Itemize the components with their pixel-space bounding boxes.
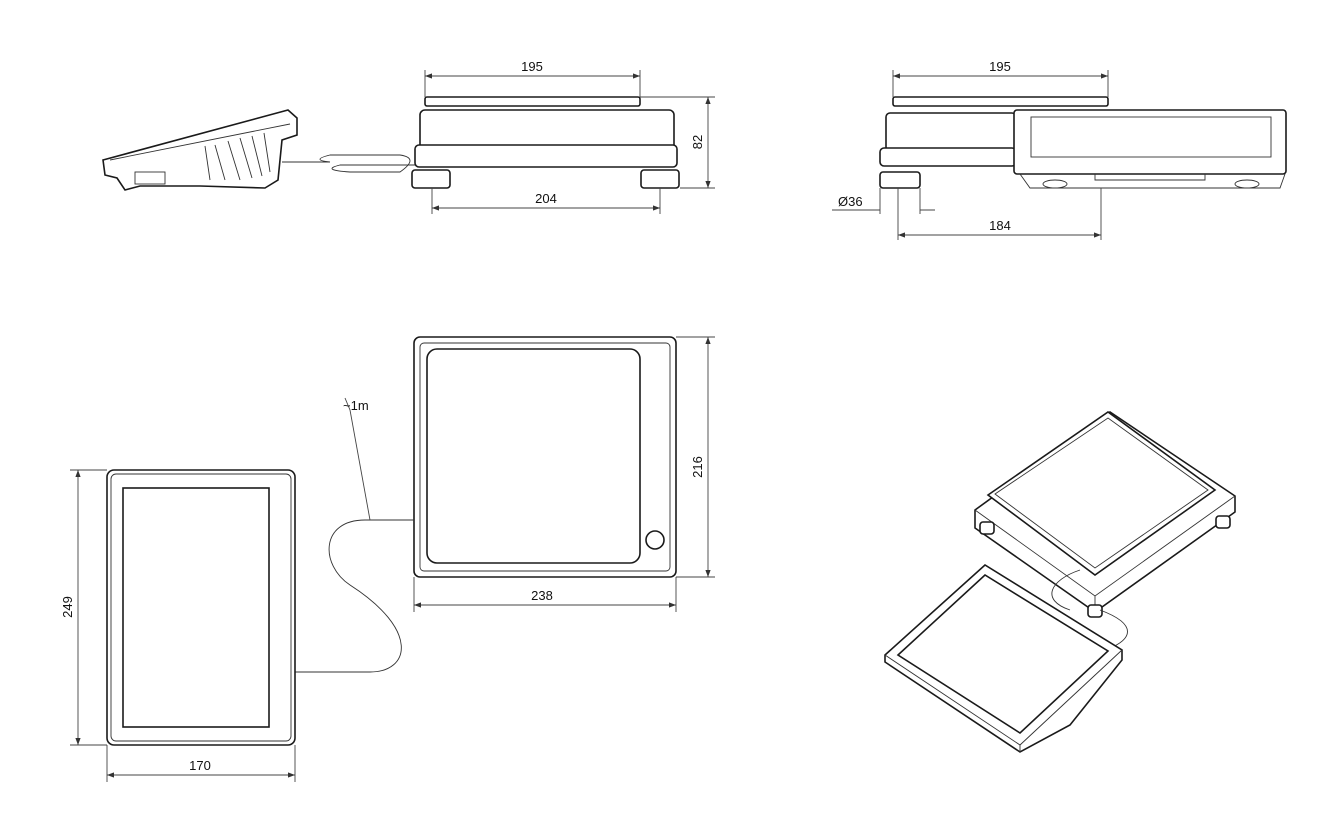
dimension-terminal-height: 249 <box>60 469 107 746</box>
dimension-label: Ø36 <box>838 194 863 209</box>
dimension-label: 216 <box>690 456 705 478</box>
dimension-side-width: 195 <box>424 59 641 97</box>
dimension-top-width: 238 <box>413 577 677 612</box>
terminal-top-view <box>106 469 296 746</box>
dimension-label: 238 <box>531 588 553 603</box>
dimension-label: 249 <box>60 596 75 618</box>
dimension-top-depth: 216 <box>676 336 715 578</box>
cable-length-label: ~1m <box>343 398 369 413</box>
cable-side <box>282 154 415 173</box>
scale-top-view <box>413 336 677 578</box>
dimension-front-width: 195 <box>892 59 1109 97</box>
dimension-label: 82 <box>690 135 705 149</box>
dimension-side-height: 82 <box>640 96 715 189</box>
dimension-label: 195 <box>521 59 543 74</box>
isometric-view <box>884 411 1236 753</box>
dimension-terminal-width: 170 <box>106 745 296 782</box>
cable-leader <box>344 397 371 521</box>
scale-side-view <box>411 96 680 189</box>
dimension-label: 184 <box>989 218 1011 233</box>
front-view <box>879 96 1287 189</box>
dimension-foot-diameter: Ø36 <box>832 188 935 214</box>
dimension-label: 170 <box>189 758 211 773</box>
dimension-foot-to-center: 184 <box>897 188 1102 240</box>
dimension-feet-spacing: 204 <box>431 188 661 214</box>
dimension-label: 195 <box>989 59 1011 74</box>
terminal-side-view <box>102 109 298 191</box>
dimension-label: 204 <box>535 191 557 206</box>
cable-top <box>295 519 414 673</box>
